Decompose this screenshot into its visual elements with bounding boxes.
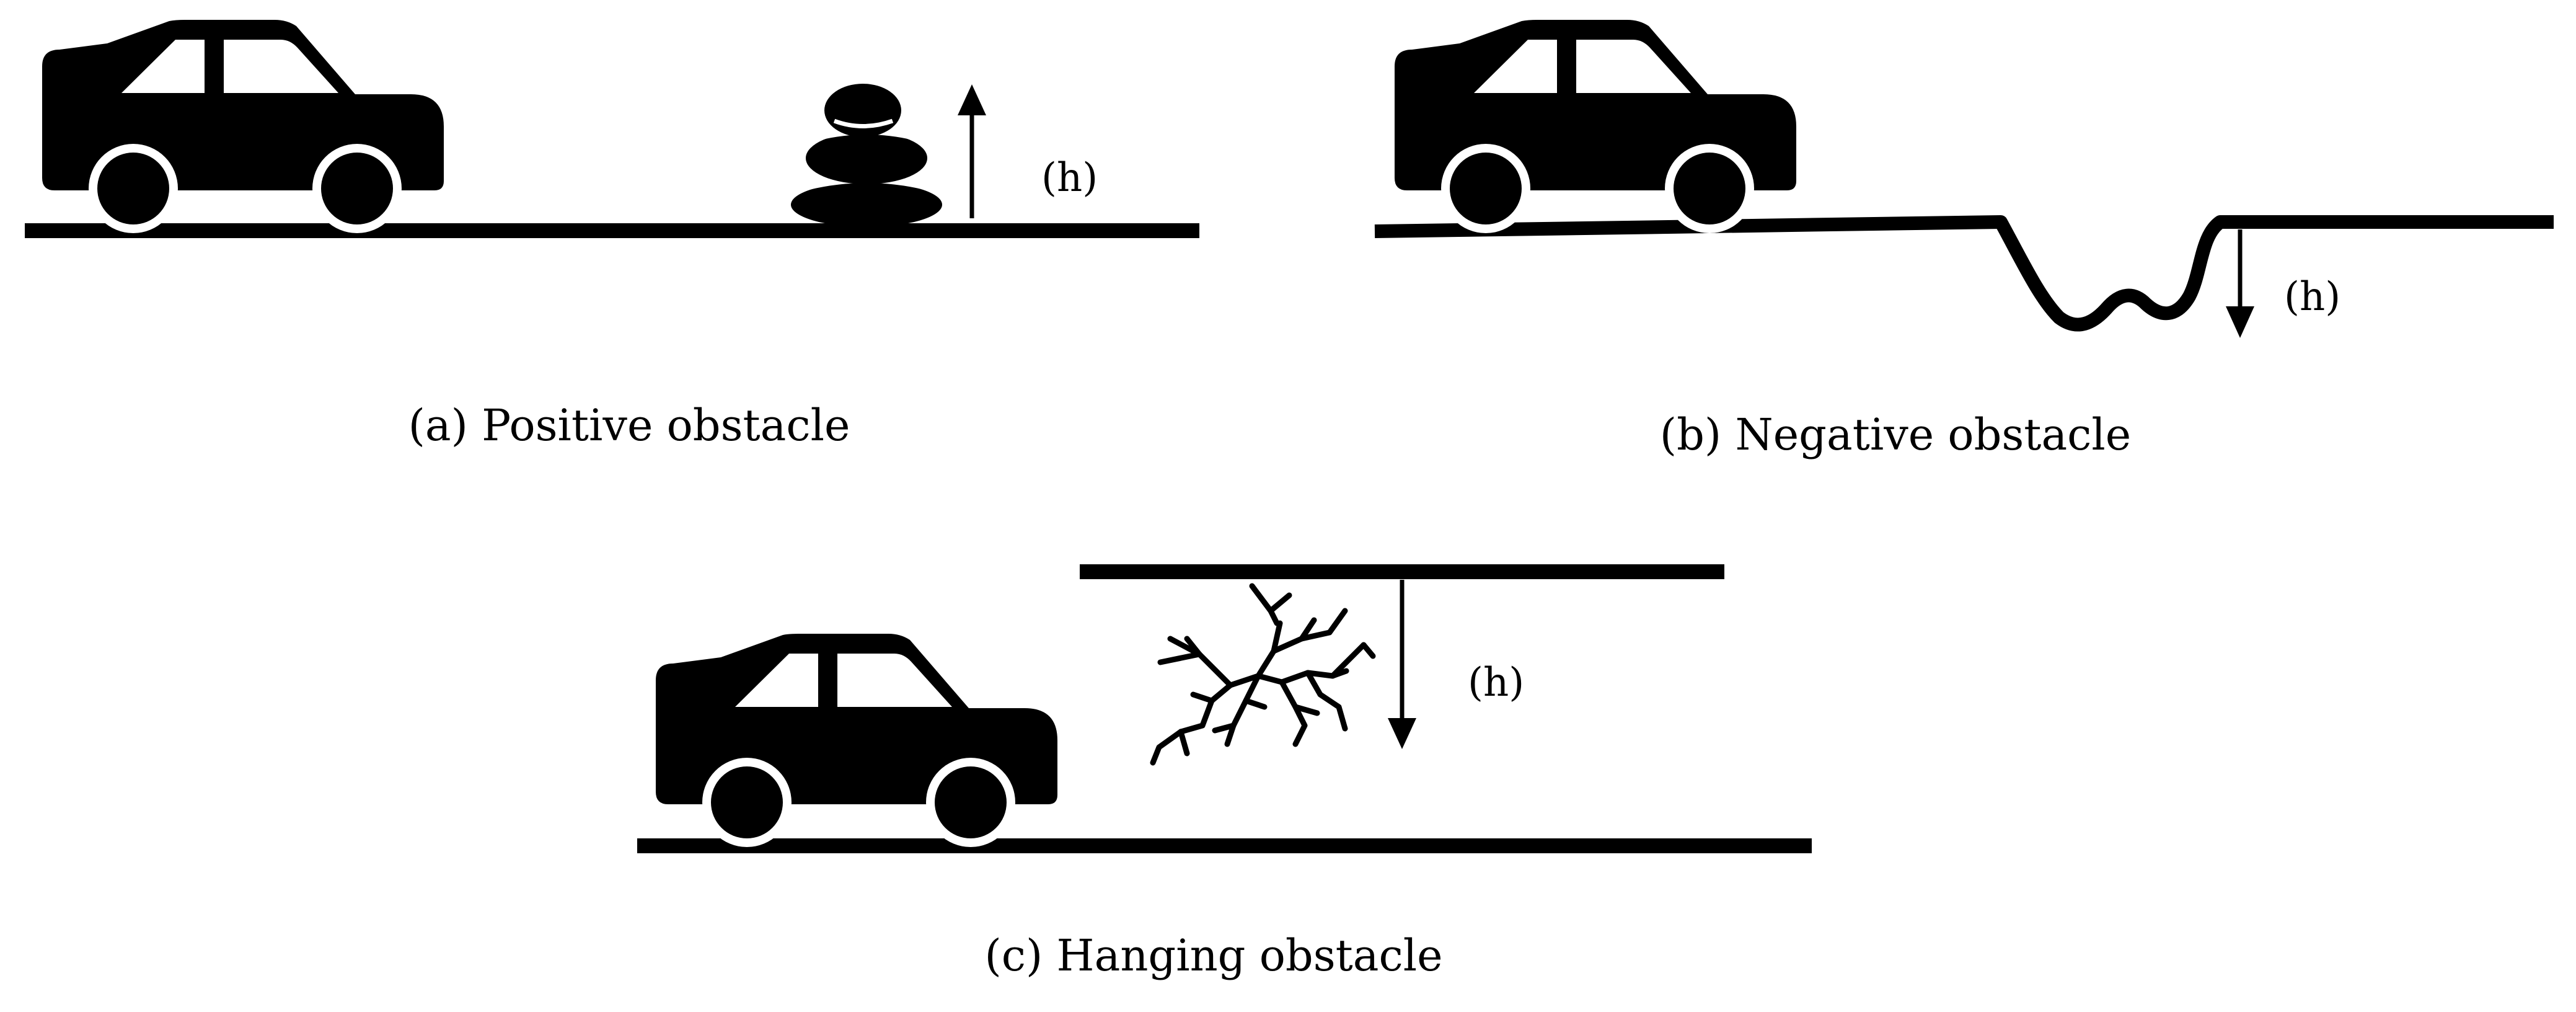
car-icon <box>1395 20 1796 233</box>
ground-line <box>637 838 1812 853</box>
caption-hanging-obstacle: (c) Hanging obstacle <box>984 930 1442 981</box>
ground-line <box>25 223 1199 238</box>
height-label: (h) <box>1468 660 1524 706</box>
car-icon <box>42 20 444 233</box>
arrow-down-icon <box>1388 580 1416 749</box>
panel-c-hanging-obstacle: (h) (c) Hanging obstacle <box>637 564 1812 981</box>
ground-line-with-pothole <box>1374 215 2554 332</box>
car-icon <box>656 634 1057 847</box>
ceiling-line <box>1080 564 1724 579</box>
caption-positive-obstacle: (a) Positive obstacle <box>408 400 850 451</box>
stacked-stones-icon <box>791 84 942 227</box>
arrow-up-icon <box>958 84 986 218</box>
panel-b-negative-obstacle: (h) (b) Negative obstacle <box>1374 20 2554 460</box>
caption-negative-obstacle: (b) Negative obstacle <box>1660 409 2131 460</box>
height-label: (h) <box>2284 274 2340 320</box>
crack-icon <box>1150 583 1376 766</box>
height-label: (h) <box>1041 155 1098 201</box>
arrow-down-icon <box>2226 229 2254 338</box>
panel-a-positive-obstacle: (h) (a) Positive obstacle <box>25 20 1199 451</box>
